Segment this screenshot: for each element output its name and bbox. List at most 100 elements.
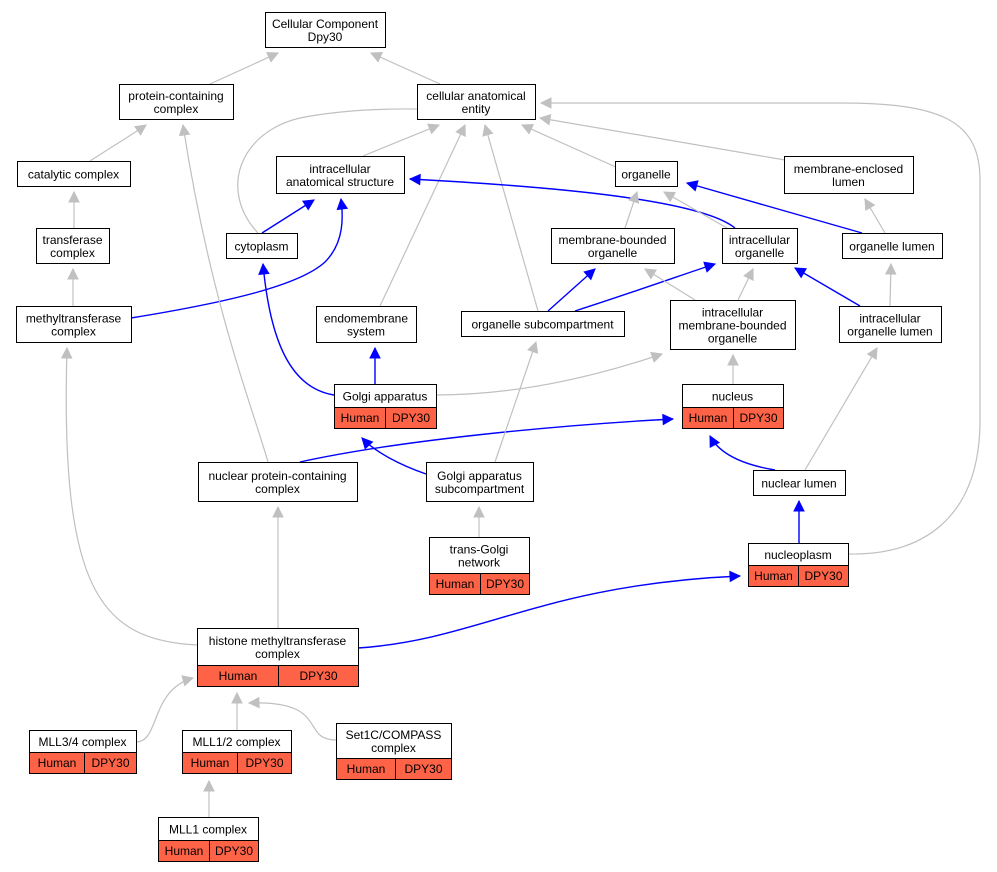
node-label-line: membrane-bounded <box>678 319 786 333</box>
edge-mll1-2-complex-to-histone-methyltransferase-complex <box>231 691 243 730</box>
edge-arrowhead <box>60 346 73 359</box>
node-box <box>119 84 234 120</box>
node-label-line: membrane-bounded <box>558 233 666 247</box>
node-box <box>17 161 131 187</box>
edge-nuclear-lumen-to-nucleus <box>709 435 776 471</box>
edge-line <box>248 702 337 741</box>
edge-arrowhead <box>864 198 876 211</box>
edge-trans-golgi-network-to-golgi-apparatus-subcompartment <box>473 505 485 537</box>
gene-cell <box>278 665 359 687</box>
edge-arrowhead <box>272 505 284 518</box>
node-box <box>426 462 534 502</box>
node-label-line: MLL1 complex <box>169 823 247 837</box>
gene-label: DPY30 <box>486 577 524 591</box>
edge-arrowhead <box>644 268 657 280</box>
node-label-line: organelle lumen <box>847 325 932 339</box>
node-label-line: Dpy30 <box>308 30 343 44</box>
species-label: Human <box>219 669 258 683</box>
edge-organelle-subcompartment-to-membrane-bounded-organelle <box>547 268 596 312</box>
edge-arrowhead <box>709 435 721 448</box>
edge-cellular-anatomical-entity-to-root <box>369 52 441 85</box>
node-label-line: histone methyltransferase <box>209 634 347 648</box>
node-label-line: organelle subcompartment <box>471 318 614 332</box>
node-label-line: Golgi apparatus <box>343 390 428 404</box>
node-organelle[interactable]: organelle <box>615 161 678 187</box>
species-label: Human <box>689 411 728 425</box>
node-catalytic-complex[interactable]: catalytic complex <box>17 161 131 187</box>
node-box <box>842 233 943 259</box>
gene-cell <box>480 573 530 595</box>
edge-arrowhead <box>884 262 897 275</box>
edge-organelle-to-cellular-anatomical-entity <box>520 123 619 169</box>
edge-arrowhead <box>302 199 315 211</box>
edge-arrowhead <box>663 191 676 203</box>
node-label-line: organelle <box>621 168 671 182</box>
node-label-line: protein-containing <box>128 89 223 103</box>
edge-line <box>130 198 343 319</box>
node-box <box>16 306 132 343</box>
node-label-line: nuclear protein-containing <box>208 469 346 483</box>
species-label: Human <box>38 756 77 770</box>
node-label-line: intracellular <box>729 233 790 247</box>
node-box <box>429 537 530 574</box>
gene-label: DPY30 <box>739 411 777 425</box>
node-box <box>197 628 359 666</box>
node-label-line: network <box>458 556 501 570</box>
node-organelle-lumen[interactable]: organelle lumen <box>842 233 943 259</box>
edge-intracellular-membrane-bounded-organelle-to-intracellular-organelle <box>737 267 754 301</box>
edge-arrowhead <box>539 97 552 109</box>
gene-label: DPY30 <box>804 569 842 583</box>
edge-arrowhead <box>662 413 675 426</box>
edge-line <box>709 435 776 471</box>
edge-organelle-subcompartment-to-intracellular-organelle <box>574 261 717 312</box>
edge-organelle-subcompartment-to-cellular-anatomical-entity <box>482 123 539 312</box>
gene-label: DPY30 <box>91 756 129 770</box>
edge-arrowhead <box>247 696 260 709</box>
edge-organelle-lumen-to-organelle <box>685 180 863 234</box>
edge-membrane-enclosed-lumen-to-cellular-anatomical-entity <box>538 114 786 161</box>
edge-line <box>237 108 446 234</box>
node-box <box>265 12 386 48</box>
node-label-line: nucleoplasm <box>764 548 831 562</box>
gene-cell <box>84 752 137 774</box>
edge-line <box>182 124 269 463</box>
edge-nucleoplasm-to-nuclear-lumen <box>793 499 805 543</box>
node-label-line: MLL3/4 complex <box>38 735 126 749</box>
edge-arrowhead <box>628 190 640 204</box>
edge-line <box>541 102 981 555</box>
node-label-line: complex <box>255 482 300 496</box>
node-organelle-subcompartment[interactable]: organelle subcompartment <box>461 311 625 337</box>
node-cytoplasm[interactable]: cytoplasm <box>226 233 298 259</box>
node-box <box>417 84 536 120</box>
species-label: Human <box>754 569 793 583</box>
node-box <box>670 300 796 350</box>
node-nuclear-lumen[interactable]: nuclear lumen <box>753 470 846 496</box>
node-box <box>784 156 914 194</box>
edge-nuclear-lumen-to-intracellular-organelle-lumen <box>804 347 878 471</box>
node-box <box>461 311 625 337</box>
node-label-line: organelle <box>588 246 638 260</box>
